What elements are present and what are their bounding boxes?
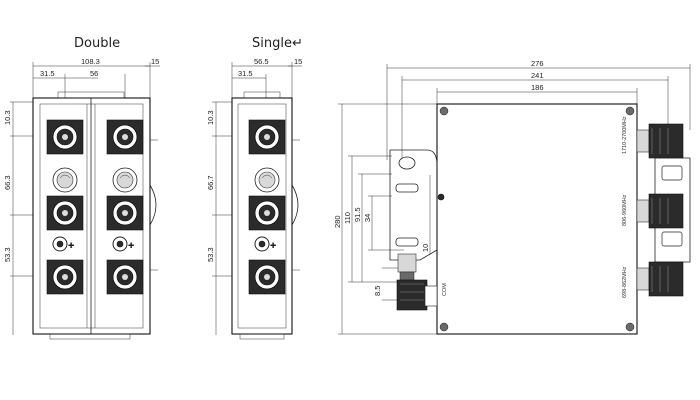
single-left-offset-dim: 31.5: [238, 69, 253, 78]
side-com-connector: [396, 253, 438, 311]
side-length-mid-dim: 241: [531, 71, 544, 80]
side-port-label-2: 806-960MHz: [622, 194, 628, 226]
side-h85-dim: 8.5: [373, 286, 382, 296]
side-port-connector-1: [636, 123, 684, 159]
double-ground-icon-l: ✚: [52, 236, 75, 252]
double-side-dim: 15: [151, 57, 159, 66]
double-connector-l1: [46, 119, 84, 155]
single-side-dim: 15: [294, 57, 302, 66]
single-pitch-top-dim: 10.3: [206, 110, 215, 125]
side-mounting-bracket: [389, 149, 438, 261]
double-view: Double 108.3 31.5 56 15 10.3 66.3 53.3: [3, 36, 160, 340]
side-view: 276 241 186 280 110 91.5 34 10 8.5: [333, 59, 691, 335]
side-com-label: COM: [442, 283, 448, 296]
single-pitch-mid-dim: 66.7: [206, 175, 215, 190]
side-height-overall-dim: 280: [333, 215, 342, 228]
double-connector-l3: [46, 259, 84, 295]
single-pitch-bot-dim: 53.3: [206, 247, 215, 262]
single-view: Single↵ 56.5 31.5 15 10.3 66.7 53.3: [206, 36, 303, 340]
side-h915-dim: 91.5: [353, 207, 362, 222]
single-connector-3: [248, 259, 286, 295]
side-h110-dim: 110: [343, 212, 352, 224]
svg-text:✚: ✚: [68, 241, 75, 250]
double-width-dim: 108.3: [81, 57, 100, 66]
side-main-body: [436, 103, 638, 335]
single-ground-knob: [254, 167, 280, 193]
single-width-dim: 56.5: [254, 57, 269, 66]
side-total-length-dim: 276: [531, 59, 544, 68]
single-connector-1: [248, 119, 286, 155]
double-center-dim: 56: [90, 69, 98, 78]
side-port-label-1: 1710-2700MHz: [622, 116, 628, 154]
svg-text:✚: ✚: [270, 241, 277, 250]
svg-text:✚: ✚: [128, 241, 135, 250]
single-ground-icon: ✚: [254, 236, 277, 252]
double-connector-r2: [106, 195, 144, 231]
double-pitch-bot-dim: 53.3: [3, 247, 12, 262]
double-connector-r3: [106, 259, 144, 295]
side-h34-dim: 34: [363, 214, 372, 222]
double-connector-l2: [46, 195, 84, 231]
side-h10-dim: 10: [421, 244, 430, 252]
double-pitch-top-dim: 10.3: [3, 110, 12, 125]
double-ground-knob-r: [112, 167, 138, 193]
double-ground-icon-r: ✚: [112, 236, 135, 252]
double-pitch-mid-dim: 66.3: [3, 175, 12, 190]
double-ground-knob-l: [52, 167, 78, 193]
single-title: Single↵: [252, 36, 303, 51]
double-connector-r1: [106, 119, 144, 155]
single-connector-2: [248, 195, 286, 231]
side-port-label-3: 698-862MHz: [622, 266, 628, 298]
side-port-connector-2: [636, 193, 684, 229]
double-left-offset-dim: 31.5: [40, 69, 55, 78]
side-length-inner-dim: 186: [531, 83, 544, 92]
side-port-connector-3: [636, 261, 684, 297]
double-title: Double: [74, 36, 120, 51]
